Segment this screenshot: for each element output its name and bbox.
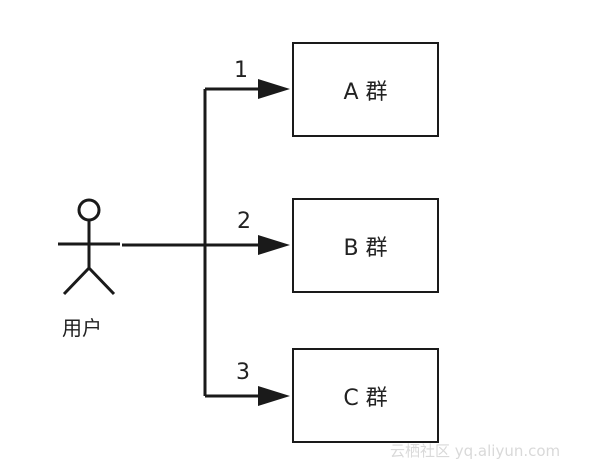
arrow-head-a xyxy=(258,79,290,99)
actor-label: 用户 xyxy=(62,316,102,340)
edge-number-1: 1 xyxy=(234,58,248,83)
arrow-head-b xyxy=(258,235,290,255)
group-b-label: B 群 xyxy=(343,235,388,261)
group-c-box: C 群 xyxy=(292,348,439,443)
actor-icon xyxy=(58,198,120,296)
group-a-label: A 群 xyxy=(343,79,388,105)
group-c-label: C 群 xyxy=(343,385,388,411)
edge-number-3: 3 xyxy=(236,360,250,385)
group-a-box: A 群 xyxy=(292,42,439,137)
arrow-head-c xyxy=(258,386,290,406)
edge-number-2: 2 xyxy=(237,209,251,234)
group-b-box: B 群 xyxy=(292,198,439,293)
connector-paths xyxy=(122,87,262,398)
watermark: 云栖社区 yq.aliyun.com xyxy=(390,442,561,460)
